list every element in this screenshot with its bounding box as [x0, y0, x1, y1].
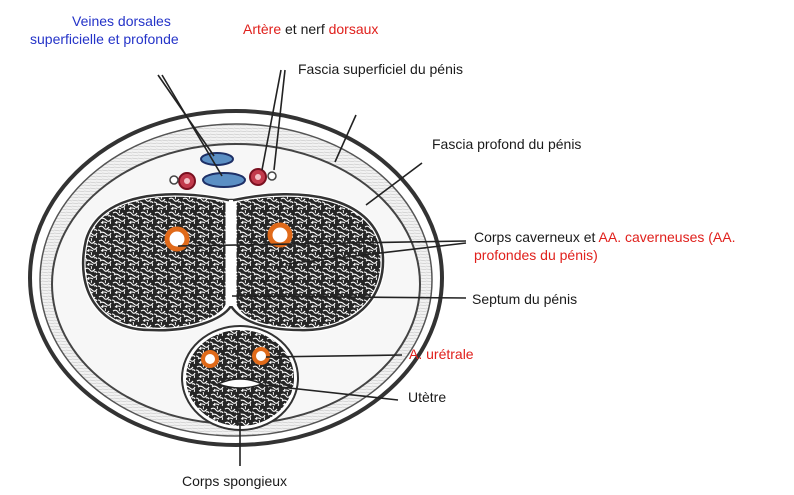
deep-dorsal-vein [203, 173, 245, 187]
label-deep-fascia: Fascia profond du pénis [432, 136, 581, 153]
cavernous-artery-right [270, 225, 290, 245]
label-urethra: Utètre [408, 389, 446, 406]
label-cavernous-arteries: AA. caverneuses (AA. [599, 229, 736, 245]
urethral-artery-right [254, 349, 268, 363]
dorsal-nerve-left [170, 176, 178, 184]
label-and-nerve: et nerf [281, 21, 328, 37]
label-artery-word: Artère [243, 21, 281, 37]
label-cavernous-prefix: Corps caverneux et [474, 229, 599, 245]
label-corpus-spongiosum: Corps spongieux [182, 473, 287, 490]
label-dorsal-veins-line1: Veines dorsales [72, 13, 171, 30]
urethral-artery-left [203, 352, 217, 366]
superficial-dorsal-vein [201, 153, 233, 165]
label-urethral-artery: A. urétrale [409, 346, 474, 363]
dorsal-nerve-right [268, 172, 276, 180]
corpus-cavernosum-left [83, 194, 228, 330]
label-dorsal-word: dorsaux [329, 21, 379, 37]
label-cavernous-line2: profondes du pénis) [474, 247, 598, 264]
label-dorsal-artery-nerve: Artère et nerf dorsaux [243, 21, 378, 38]
label-cavernous-bodies: Corps caverneux et AA. caverneuses (AA. [474, 229, 735, 246]
label-superficial-fascia: Fascia superficiel du pénis [298, 61, 463, 78]
label-septum: Septum du pénis [472, 291, 577, 308]
label-dorsal-veins-line2: superficielle et profonde [30, 31, 179, 48]
